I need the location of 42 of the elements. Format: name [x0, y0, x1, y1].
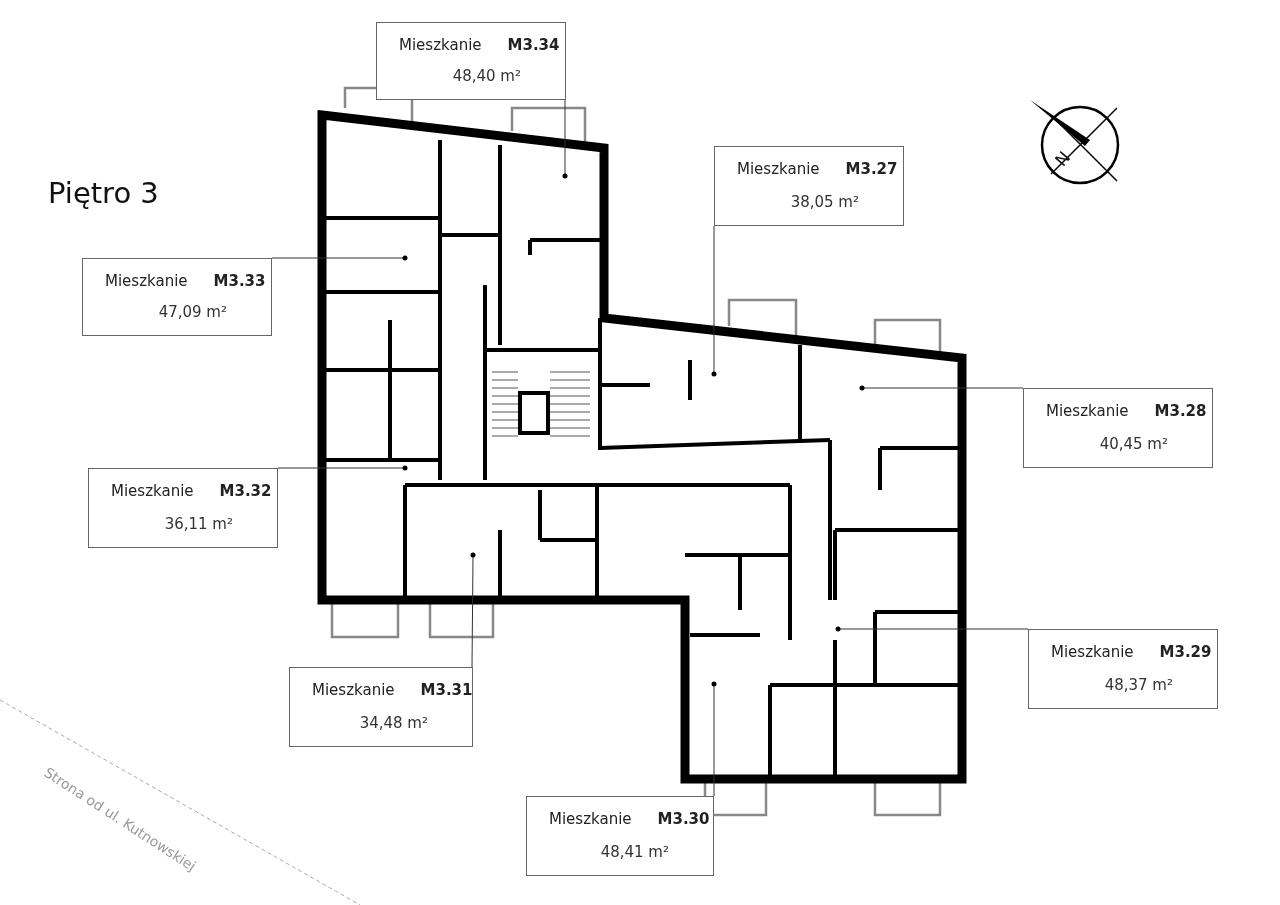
compass-north-label: N — [1050, 147, 1074, 170]
leader-line — [835, 626, 1029, 632]
apartment-label: Mieszkanie — [312, 681, 395, 699]
leader-line — [711, 681, 717, 797]
apartment-area: 40,45 m² — [1099, 435, 1168, 453]
apartment-label: Mieszkanie — [549, 810, 632, 828]
apartment-area: 48,41 m² — [600, 843, 669, 861]
apartment-callout — [1028, 629, 1218, 709]
floor-title: Piętro 3 — [48, 176, 159, 210]
apartment-number: M3.30 — [657, 810, 710, 828]
apartment-number: M3.34 — [507, 36, 560, 54]
apartment-callout — [376, 22, 566, 100]
apartment-callout — [526, 796, 714, 876]
apartment-number: M3.28 — [1154, 402, 1207, 420]
apartment-label: Mieszkanie — [737, 160, 820, 178]
leader-line — [711, 225, 717, 377]
apartment-label: Mieszkanie — [111, 482, 194, 500]
apartment-number: M3.33 — [213, 272, 266, 290]
apartment-label: Mieszkanie — [105, 272, 188, 290]
apartment-callout — [289, 667, 473, 747]
leader-line — [859, 385, 1024, 391]
apartment-number: M3.27 — [845, 160, 898, 178]
apartment-label: Mieszkanie — [1046, 402, 1129, 420]
apartment-area: 36,11 m² — [164, 515, 233, 533]
leader-line — [470, 552, 476, 668]
apartment-area: 48,40 m² — [452, 67, 521, 85]
apartment-callout — [714, 146, 904, 226]
leader-line — [562, 99, 568, 179]
apartment-callout — [82, 258, 272, 336]
apartment-number: M3.29 — [1159, 643, 1212, 661]
apartment-label: Mieszkanie — [399, 36, 482, 54]
apartment-area: 47,09 m² — [158, 303, 227, 321]
apartment-callout — [88, 468, 278, 548]
apartment-area: 34,48 m² — [359, 714, 428, 732]
apartment-number: M3.32 — [219, 482, 272, 500]
apartment-number: M3.31 — [420, 681, 473, 699]
leader-line — [271, 255, 408, 261]
apartment-area: 48,37 m² — [1104, 676, 1173, 694]
apartment-callout — [1023, 388, 1213, 468]
apartment-label: Mieszkanie — [1051, 643, 1134, 661]
apartment-area: 38,05 m² — [790, 193, 859, 211]
leader-line — [277, 465, 408, 471]
